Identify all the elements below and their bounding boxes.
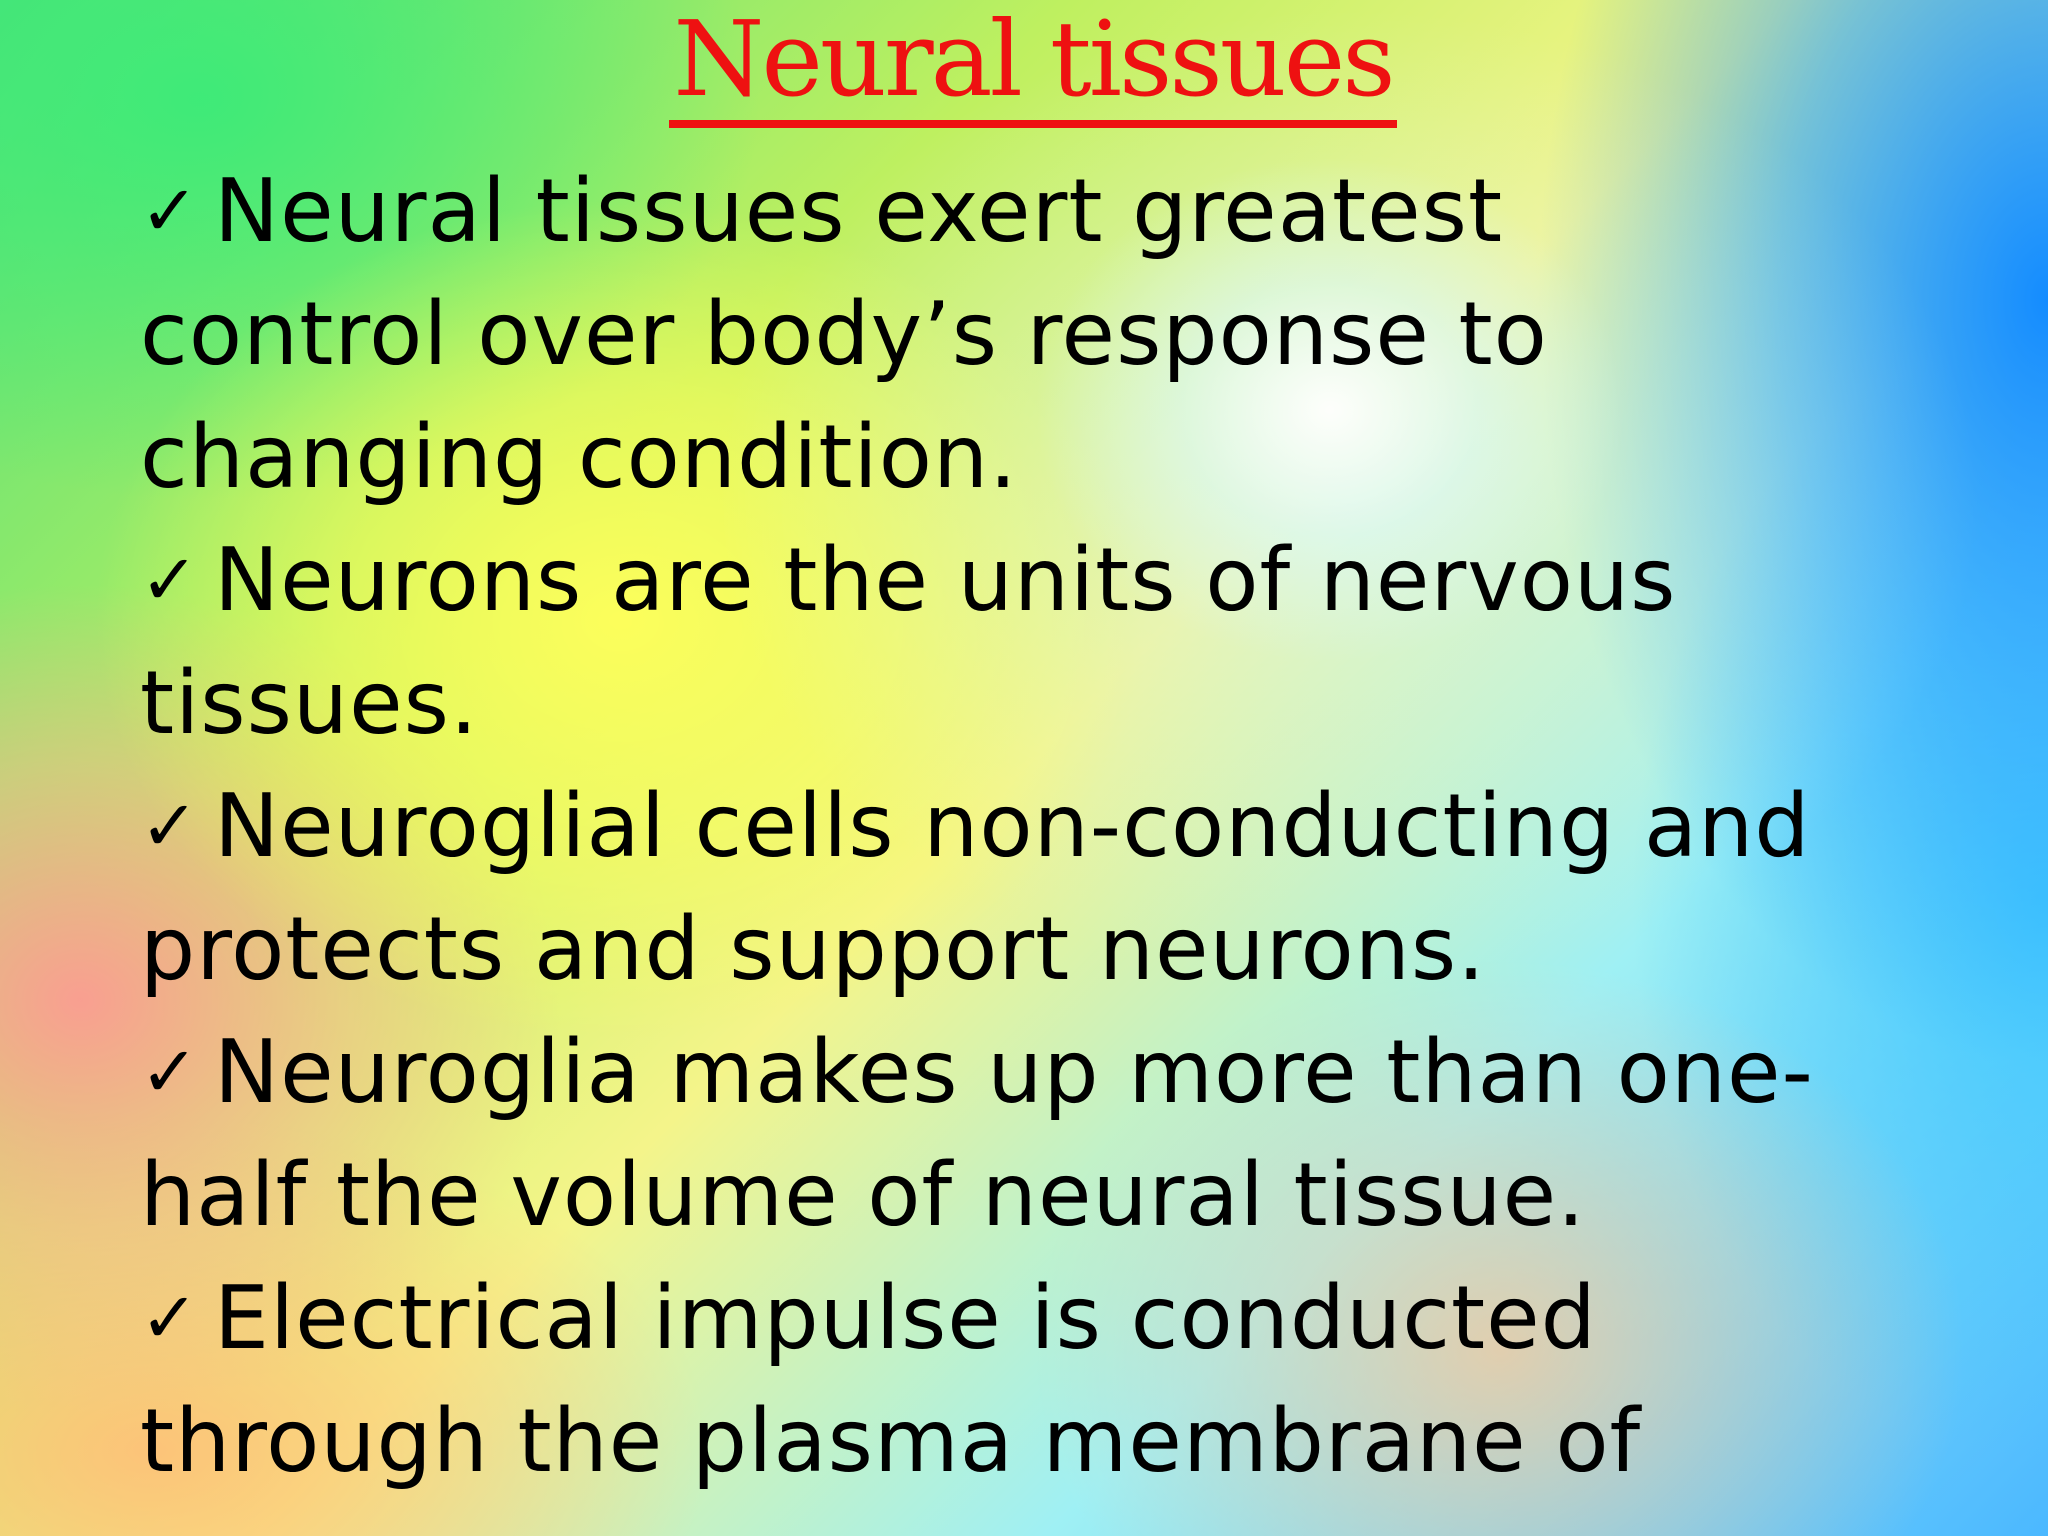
bullet-line: tissues. <box>140 652 479 754</box>
bullet-line: control over body’s response to <box>140 283 1548 385</box>
bullet-line: protects and support neurons. <box>140 898 1486 1000</box>
bullet-line: Neurons are the units of nervous <box>214 529 1677 631</box>
bullet-item: ✓Neural tissues exert greatest control o… <box>140 150 2000 519</box>
bullet-item: ✓Neuroglia makes up more than one- half … <box>140 1011 2000 1257</box>
checkmark-icon: ✓ <box>140 539 200 621</box>
bullet-line: Electrical impulse is conducted <box>214 1267 1597 1369</box>
bullet-item: ✓Neurons are the units of nervous tissue… <box>140 519 2000 765</box>
bullet-line: changing condition. <box>140 406 1018 508</box>
checkmark-icon: ✓ <box>140 1031 200 1113</box>
bullet-item: ✓Neuroglial cells non-conducting and pro… <box>140 765 2000 1011</box>
slide-title: Neural tissues <box>0 0 2048 140</box>
bullet-line: Neuroglial cells non-conducting and <box>214 775 1811 877</box>
checkmark-icon: ✓ <box>140 785 200 867</box>
bullet-line: half the volume of neural tissue. <box>140 1144 1586 1246</box>
bullet-line: Neural tissues exert greatest <box>214 160 1504 262</box>
title-text: Neural tissues <box>669 0 1397 128</box>
bullet-item: ✓Electrical impulse is conducted through… <box>140 1257 2000 1503</box>
bullet-line: Neuroglia makes up more than one- <box>214 1021 1814 1123</box>
bullet-list: ✓Neural tissues exert greatest control o… <box>140 150 2000 1503</box>
checkmark-icon: ✓ <box>140 1277 200 1359</box>
checkmark-icon: ✓ <box>140 170 200 252</box>
bullet-line: through the plasma membrane of <box>140 1390 1642 1492</box>
